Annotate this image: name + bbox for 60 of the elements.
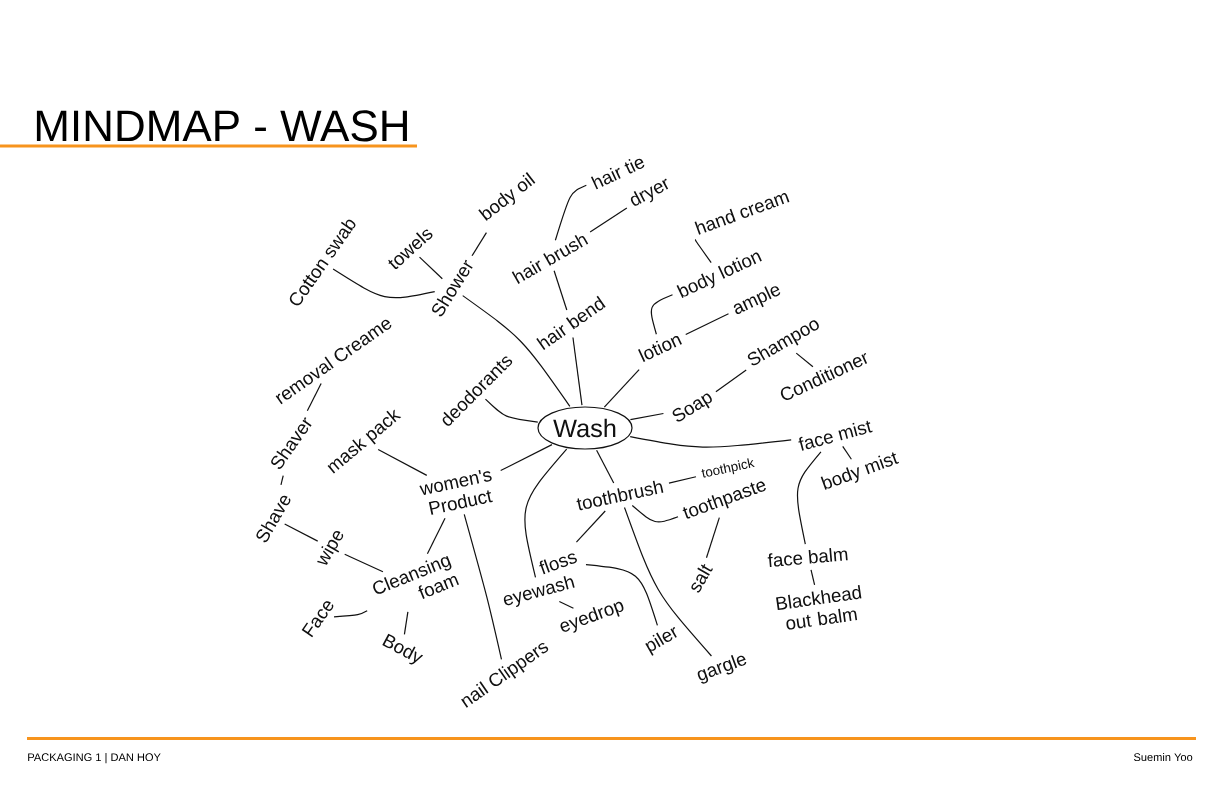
footer-text: PACKAGING 1 | DAN HOY xyxy=(28,753,161,764)
connector-line xyxy=(426,517,446,555)
connector-line xyxy=(589,207,628,233)
topic-label: Blackhead out balm xyxy=(776,584,862,630)
topic-label: toothbrush xyxy=(576,480,664,511)
connector-line xyxy=(553,270,568,311)
connector-line xyxy=(575,510,606,543)
topic-label: hand cream xyxy=(694,193,790,235)
connector-line xyxy=(554,184,587,241)
connector-line xyxy=(418,256,443,280)
connector-line xyxy=(463,513,503,660)
connector-line xyxy=(685,313,730,336)
topic-label: Soap xyxy=(672,393,712,422)
connector-line xyxy=(631,504,679,523)
topic-label: hair brush xyxy=(511,235,589,284)
connector-line xyxy=(333,610,368,618)
topic-label: body mist xyxy=(820,452,899,490)
connector-line xyxy=(596,449,615,484)
connector-line xyxy=(715,369,747,393)
connector-line xyxy=(500,444,553,472)
topic-label: women's Product xyxy=(419,469,493,515)
connector-line xyxy=(484,398,539,423)
connector-line xyxy=(629,412,665,421)
connector-line xyxy=(668,476,697,484)
topic-label: face mist xyxy=(798,420,873,451)
connector-line xyxy=(694,238,712,264)
connector-line xyxy=(650,294,674,335)
connector-line xyxy=(403,611,409,635)
connector-line xyxy=(377,448,428,476)
connector-line xyxy=(524,448,568,579)
title: MINDMAP - WASH xyxy=(36,110,407,142)
topic-label: piler xyxy=(645,626,677,656)
connector-line xyxy=(842,445,852,460)
connector-line xyxy=(284,523,319,542)
footer-text: Suemin Yoo xyxy=(1133,753,1193,762)
connector-line xyxy=(344,553,384,573)
topic-label: Body xyxy=(382,633,424,665)
oval-node: Wash xyxy=(537,406,633,450)
connector-line xyxy=(810,569,816,586)
connector-line xyxy=(572,336,583,406)
connector-line xyxy=(471,232,488,257)
connector-line xyxy=(306,382,322,412)
topic-label: toothpick xyxy=(701,458,755,478)
connector-line xyxy=(629,436,792,448)
connector-line xyxy=(558,600,575,609)
topic-label: ample xyxy=(733,286,781,315)
topic-label: face balm xyxy=(767,548,848,567)
topic-label: gargle xyxy=(697,654,747,684)
connector-line xyxy=(332,268,436,299)
connector-line xyxy=(603,368,640,408)
connector-line xyxy=(796,451,822,545)
connector-line xyxy=(585,564,658,626)
topic-label: lotion xyxy=(638,335,682,362)
connector-line xyxy=(795,352,814,368)
topic-label: salt xyxy=(691,564,713,593)
topic-label: floss xyxy=(539,553,577,575)
connector-line xyxy=(462,295,571,407)
connector-line xyxy=(623,506,713,657)
connector-line xyxy=(280,474,284,486)
connector-line xyxy=(705,517,720,559)
